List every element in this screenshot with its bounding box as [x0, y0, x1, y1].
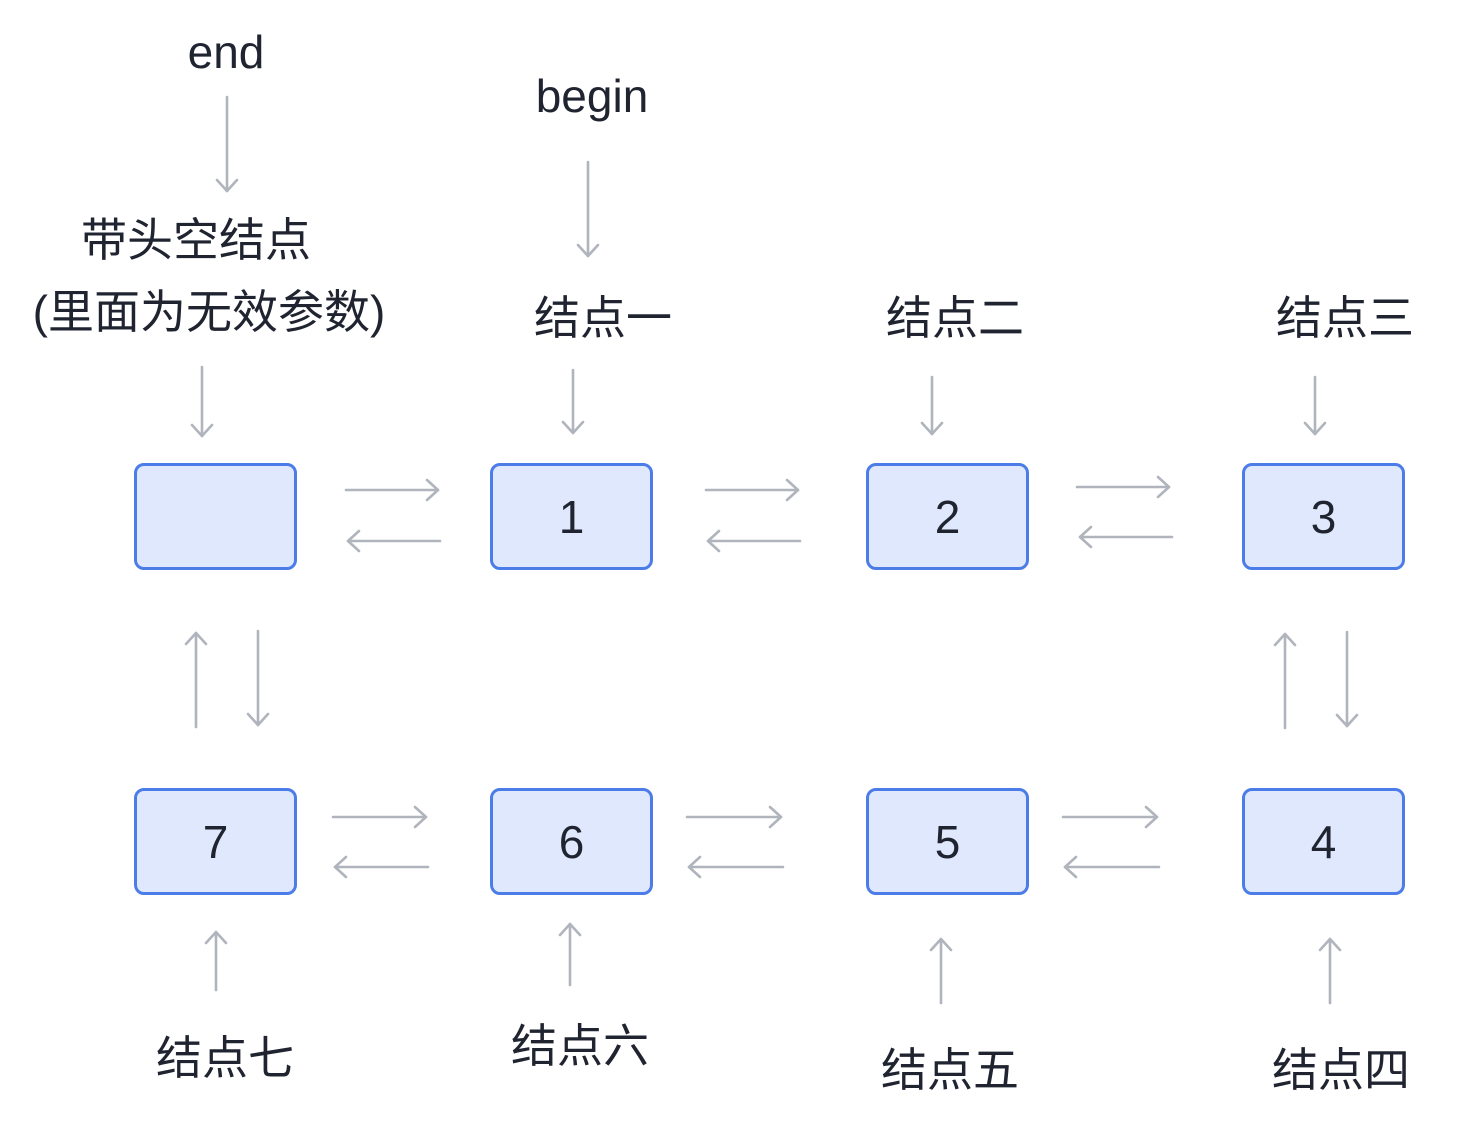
node7-label: 结点七 [156, 1032, 294, 1084]
node-box-2: 2 [866, 463, 1029, 570]
begin-pointer-label: begin [535, 70, 649, 122]
node-box-4: 4 [1242, 788, 1405, 895]
node2-value: 2 [934, 490, 961, 543]
node-box-1: 1 [490, 463, 653, 570]
node5-value: 5 [934, 815, 961, 868]
node-box-7: 7 [134, 788, 297, 895]
node4-label: 结点四 [1272, 1044, 1410, 1096]
node7-value: 7 [202, 815, 229, 868]
node-box-6: 6 [490, 788, 653, 895]
node-box-head [134, 463, 297, 570]
node2-label: 结点二 [886, 292, 1024, 344]
node4-value: 4 [1310, 815, 1337, 868]
head-node-subtitle: (里面为无效参数) [32, 286, 386, 338]
head-node-title: 带头空结点 [81, 214, 311, 266]
node-box-5: 5 [866, 788, 1029, 895]
node1-label: 结点一 [534, 292, 672, 344]
node6-value: 6 [558, 815, 585, 868]
node3-label: 结点三 [1276, 292, 1414, 344]
node5-label: 结点五 [881, 1044, 1019, 1096]
node-box-3: 3 [1242, 463, 1405, 570]
node1-value: 1 [558, 490, 585, 543]
end-pointer-label: end [187, 26, 265, 78]
node3-value: 3 [1310, 490, 1337, 543]
node6-label: 结点六 [511, 1020, 649, 1072]
